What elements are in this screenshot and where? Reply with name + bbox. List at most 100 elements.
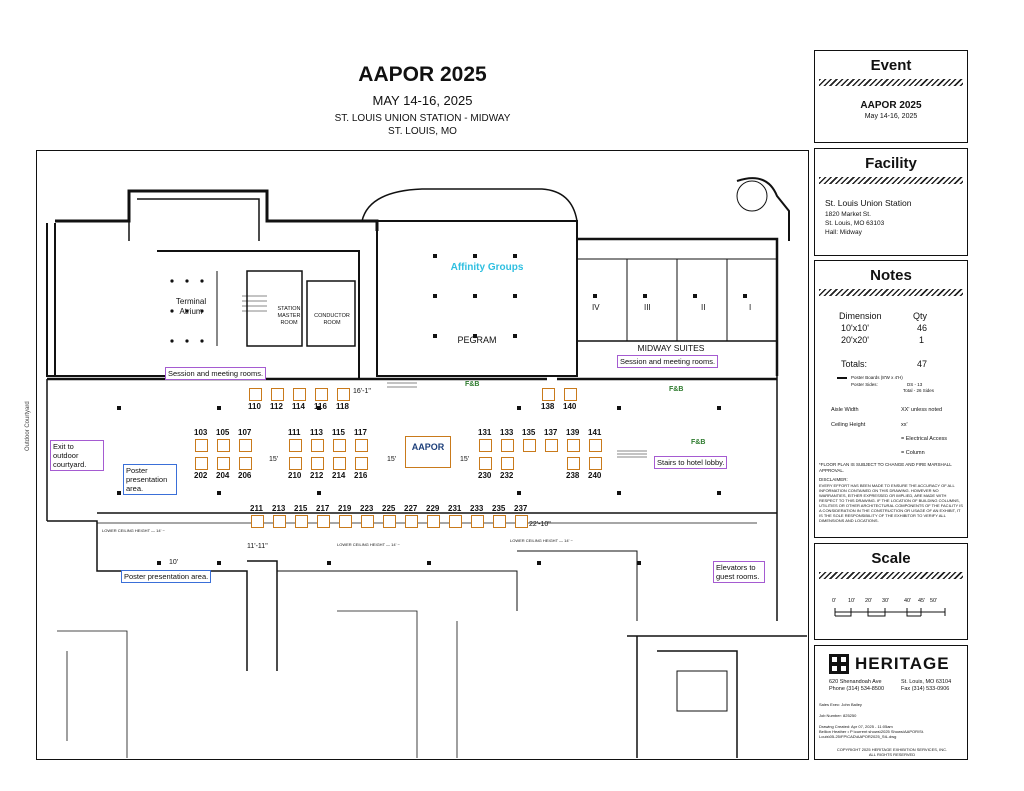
booth-105[interactable] bbox=[217, 439, 230, 452]
booth-number-214: 214 bbox=[332, 471, 346, 480]
venue-name: ST. LOUIS UNION STATION - MIDWAY bbox=[334, 113, 511, 124]
booth-240[interactable] bbox=[589, 457, 602, 470]
booth-139[interactable] bbox=[567, 439, 580, 452]
callout-elevators: Elevators to guest rooms. bbox=[713, 561, 765, 583]
booth-215[interactable] bbox=[295, 515, 308, 528]
booth-235[interactable] bbox=[493, 515, 506, 528]
booth-115[interactable] bbox=[333, 439, 346, 452]
booth-112[interactable] bbox=[271, 388, 284, 401]
company-file: Louis\05-25\FP\CAD\AAPOR2025_StL.dwg bbox=[819, 734, 897, 739]
booth-238[interactable] bbox=[567, 457, 580, 470]
booth-237[interactable] bbox=[515, 515, 528, 528]
booth-118[interactable] bbox=[337, 388, 350, 401]
booth-232[interactable] bbox=[501, 457, 514, 470]
ceiling-note-3: LOWER CEILING HEIGHT — 14' ~ bbox=[510, 538, 573, 543]
booth-number-240: 240 bbox=[588, 471, 602, 480]
suite-iii-label: III bbox=[644, 303, 651, 312]
booth-202[interactable] bbox=[195, 457, 208, 470]
booth-133[interactable] bbox=[501, 439, 514, 452]
room-conductor: CONDUCTOR ROOM bbox=[314, 313, 350, 326]
booth-213[interactable] bbox=[273, 515, 286, 528]
booth-number-131: 131 bbox=[478, 428, 492, 437]
booth-number-117: 117 bbox=[354, 428, 367, 437]
ceiling-note-1: LOWER CEILING HEIGHT — 14' ~ bbox=[102, 528, 165, 533]
booth-137[interactable] bbox=[545, 439, 558, 452]
booth-230[interactable] bbox=[479, 457, 492, 470]
booth-number-107: 107 bbox=[238, 428, 252, 437]
callout-exit-courtyard: Exit to outdoor courtyard. bbox=[50, 440, 104, 471]
booth-214[interactable] bbox=[333, 457, 346, 470]
booth-204[interactable] bbox=[217, 457, 230, 470]
booth-225[interactable] bbox=[383, 515, 396, 528]
page-title: AAPOR 2025 bbox=[358, 63, 487, 86]
notes-disclaimer-title: DISCLAIMER: bbox=[819, 477, 848, 482]
callout-stairs-hotel: Stairs to hotel lobby. bbox=[654, 456, 728, 469]
scale-tick-4: 40' bbox=[904, 598, 912, 604]
facility-address2: St. Louis, MO 63103 bbox=[825, 220, 885, 227]
booth-206[interactable] bbox=[239, 457, 252, 470]
event-panel: Event AAPOR 2025 May 14-16, 2025 bbox=[814, 50, 968, 143]
booth-210[interactable] bbox=[289, 457, 302, 470]
notes-panel-title: Notes bbox=[870, 267, 912, 284]
booth-229[interactable] bbox=[427, 515, 440, 528]
booth-140[interactable] bbox=[564, 388, 577, 401]
callout-session-rooms-right: Session and meeting rooms. bbox=[617, 355, 719, 368]
room-station-master: STATION MASTER ROOM bbox=[277, 306, 301, 326]
facility-hall: Hall: Midway bbox=[825, 229, 862, 236]
booth-211[interactable] bbox=[251, 515, 264, 528]
facility-panel: Facility St. Louis Union Station 1820 Ma… bbox=[814, 148, 968, 256]
company-addr-right2: Fax (314) 533-0906 bbox=[901, 686, 950, 692]
booth-number-227: 227 bbox=[404, 504, 418, 513]
booth-aapor-island[interactable]: AAPOR bbox=[405, 436, 451, 468]
dim-11ft: 11'-11" bbox=[247, 543, 268, 550]
booth-number-223: 223 bbox=[360, 504, 374, 513]
booth-216[interactable] bbox=[355, 457, 368, 470]
booth-number-137: 137 bbox=[544, 428, 558, 437]
scale-hatch bbox=[819, 572, 963, 579]
booth-number-140: 140 bbox=[563, 402, 577, 411]
booth-131[interactable] bbox=[479, 439, 492, 452]
booth-212[interactable] bbox=[311, 457, 324, 470]
dim-22ft: 22'-10" bbox=[529, 521, 551, 528]
booth-141[interactable] bbox=[589, 439, 602, 452]
notes-totals-label: Totals: bbox=[841, 359, 868, 369]
scale-tick-3: 30' bbox=[882, 598, 890, 604]
dim-15ft-c: 15' bbox=[460, 456, 470, 463]
booth-103[interactable] bbox=[195, 439, 208, 452]
dim-16ft: 16'-1" bbox=[353, 388, 371, 395]
booth-138[interactable] bbox=[542, 388, 555, 401]
booth-number-219: 219 bbox=[338, 504, 352, 513]
booth-217[interactable] bbox=[317, 515, 330, 528]
booth-107[interactable] bbox=[239, 439, 252, 452]
booth-113[interactable] bbox=[311, 439, 324, 452]
booth-114[interactable] bbox=[293, 388, 306, 401]
booth-number-113: 113 bbox=[310, 428, 323, 437]
booth-number-115: 115 bbox=[332, 428, 345, 437]
booth-135[interactable] bbox=[523, 439, 536, 452]
booth-number-138: 138 bbox=[541, 402, 555, 411]
booth-number-230: 230 bbox=[478, 471, 492, 480]
booth-number-111: 111 bbox=[288, 428, 301, 437]
fb-label-1: F&B bbox=[465, 381, 480, 388]
booth-number-139: 139 bbox=[566, 428, 580, 437]
booth-111[interactable] bbox=[289, 439, 302, 452]
callout-session-rooms-left: Session and meeting rooms. bbox=[165, 367, 267, 380]
booth-231[interactable] bbox=[449, 515, 462, 528]
fb-label-2: F&B bbox=[669, 386, 684, 393]
booth-116[interactable] bbox=[315, 388, 328, 401]
scale-tick-2: 20' bbox=[865, 598, 873, 604]
booth-219[interactable] bbox=[339, 515, 352, 528]
booth-117[interactable] bbox=[355, 439, 368, 452]
booth-number-233: 233 bbox=[470, 504, 484, 513]
company-drawing: Drawing Created: Apr 07, 2025 - 11:05am bbox=[819, 724, 893, 729]
booth-110[interactable] bbox=[249, 388, 262, 401]
booth-227[interactable] bbox=[405, 515, 418, 528]
company-panel: HERITAGE 620 Shenandoah Ave Phone (314) … bbox=[814, 645, 968, 760]
booth-number-225: 225 bbox=[382, 504, 396, 513]
company-job: Job Number: 825250 bbox=[819, 713, 857, 718]
booth-233[interactable] bbox=[471, 515, 484, 528]
company-revised: Bellion Heather • P:\current shows\2025 … bbox=[819, 729, 925, 734]
booth-223[interactable] bbox=[361, 515, 374, 528]
notes-hatch bbox=[819, 289, 963, 296]
notes-qty-row2: 1 bbox=[919, 335, 925, 345]
